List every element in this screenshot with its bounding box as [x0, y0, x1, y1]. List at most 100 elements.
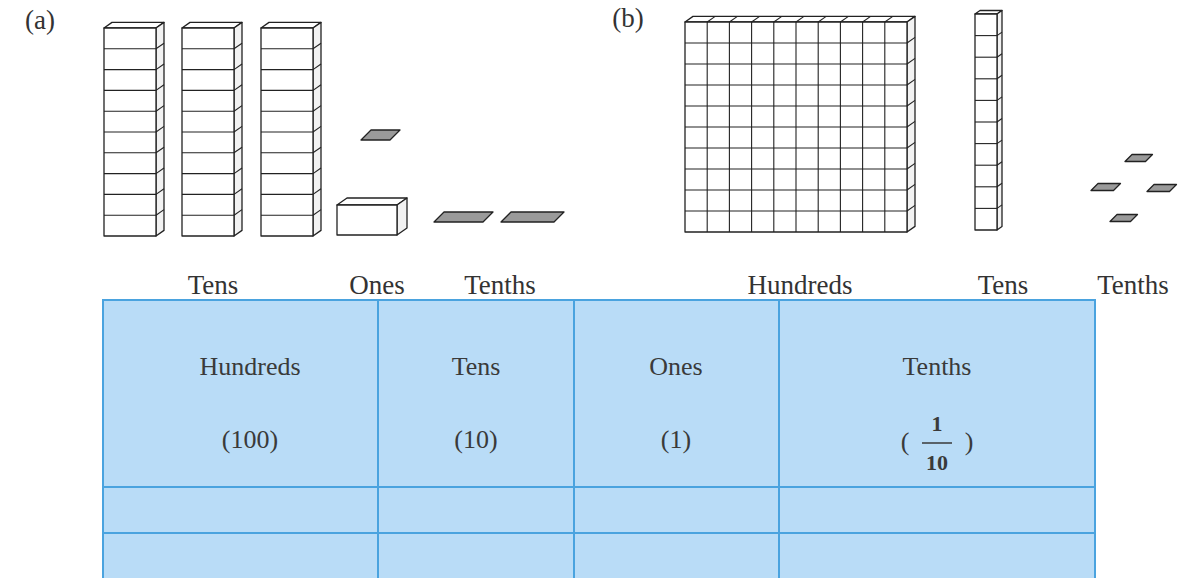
- tenth-flat: [361, 130, 400, 140]
- cube-line: [907, 121, 915, 127]
- cube-line: [975, 143, 997, 144]
- hundreds-flat-side: [907, 16, 915, 232]
- cube-line: [104, 215, 156, 216]
- part-letter: (b): [612, 5, 643, 32]
- cube-line: [182, 131, 234, 132]
- cube-line: [907, 37, 915, 43]
- block-name: Tens: [978, 272, 1029, 299]
- cube-line: [261, 111, 313, 112]
- cube-line: [840, 16, 848, 22]
- cube-line: [234, 210, 242, 216]
- tenth-flat: [501, 212, 564, 222]
- cube-line: [234, 106, 242, 112]
- cube-line: [234, 168, 242, 174]
- cube-line: [313, 168, 321, 174]
- cube-line: [997, 75, 1002, 79]
- cube-line: [313, 189, 321, 195]
- cube-line: [729, 16, 737, 22]
- block-name: Ones: [349, 272, 405, 299]
- fraction-bar: [922, 442, 952, 444]
- table-cell: Hundreds: [199, 354, 300, 380]
- cube-line: [975, 100, 997, 101]
- tens-rod-side: [313, 22, 321, 236]
- place-value-table: [103, 300, 1095, 578]
- cube-line: [104, 90, 156, 91]
- cube-line: [104, 111, 156, 112]
- cube-line: [907, 184, 915, 190]
- tenth-flat: [434, 212, 493, 222]
- cube-line: [997, 54, 1002, 58]
- tens-rod-top: [261, 22, 321, 28]
- cube-line: [907, 79, 915, 85]
- cube-line: [156, 106, 164, 112]
- cube-line: [313, 64, 321, 70]
- cube-line: [773, 22, 774, 232]
- tens-rod-front: [975, 14, 997, 230]
- table-rule: [103, 532, 1095, 534]
- table-cell: Ones: [649, 354, 702, 380]
- table-cell: (10): [454, 427, 497, 453]
- tens-rod-top: [182, 22, 242, 28]
- tenth-flat: [1091, 184, 1121, 191]
- cube-line: [182, 90, 234, 91]
- cube-line: [997, 183, 1002, 187]
- cube-line: [313, 85, 321, 91]
- cube-line: [182, 48, 234, 49]
- cube-line: [975, 208, 997, 209]
- cube-line: [975, 165, 997, 166]
- hundreds-flat-top: [685, 16, 915, 22]
- cube-line: [885, 16, 893, 22]
- cube-line: [234, 64, 242, 70]
- block-name: Tenths: [464, 272, 536, 299]
- tens-rod-side: [234, 22, 242, 236]
- tens-rod-front: [182, 28, 234, 236]
- cube-line: [313, 147, 321, 153]
- cube-line: [997, 140, 1002, 144]
- fraction-denominator: 10: [926, 452, 948, 474]
- table-rule: [103, 486, 1095, 488]
- cube-line: [104, 48, 156, 49]
- cube-line: [796, 16, 804, 22]
- tens-rod-side: [156, 22, 164, 236]
- cube-line: [997, 32, 1002, 36]
- cube-line: [234, 147, 242, 153]
- hundreds-flat-front: [685, 22, 907, 232]
- cube-line: [997, 119, 1002, 123]
- cube-line: [774, 16, 782, 22]
- cube-line: [182, 152, 234, 153]
- table-rule: [778, 300, 780, 578]
- fraction-numerator: 1: [932, 413, 943, 435]
- ones-cube-front: [337, 205, 397, 235]
- cube-line: [707, 16, 715, 22]
- table-cell: (1): [661, 427, 691, 453]
- cube-line: [751, 22, 752, 232]
- cube-line: [182, 173, 234, 174]
- cube-line: [156, 126, 164, 132]
- cube-line: [975, 78, 997, 79]
- cube-line: [234, 85, 242, 91]
- ones-cube-side: [397, 198, 407, 235]
- cube-line: [261, 48, 313, 49]
- cube-line: [907, 58, 915, 64]
- cube-line: [997, 97, 1002, 101]
- cube-line: [104, 194, 156, 195]
- cube-line: [884, 22, 885, 232]
- tens-rod-side: [997, 11, 1002, 231]
- cube-line: [156, 64, 164, 70]
- cube-line: [182, 111, 234, 112]
- cube-line: [261, 215, 313, 216]
- tens-rod-front: [104, 28, 156, 236]
- table-cell: (100): [222, 427, 278, 453]
- cube-line: [182, 69, 234, 70]
- cube-line: [313, 43, 321, 49]
- cube-line: [907, 100, 915, 106]
- cube-line: [975, 35, 997, 36]
- cube-line: [261, 194, 313, 195]
- cube-line: [156, 189, 164, 195]
- table-cell: ): [965, 429, 974, 455]
- cube-line: [907, 142, 915, 148]
- cube-line: [313, 210, 321, 216]
- cube-line: [261, 152, 313, 153]
- cube-line: [795, 22, 796, 232]
